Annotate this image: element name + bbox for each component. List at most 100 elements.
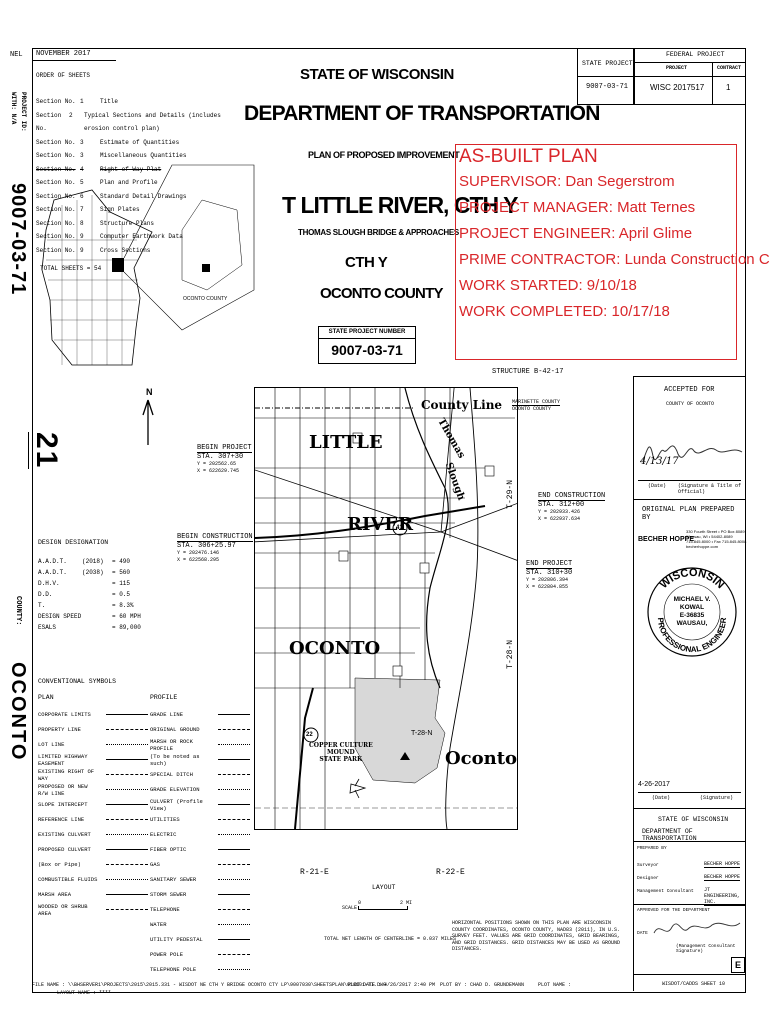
county-of: COUNTY OF OCONTO: [666, 401, 715, 407]
divider: [634, 62, 745, 63]
symbol-line: [218, 924, 250, 925]
sheet-description: Miscellaneous Quantities: [100, 152, 187, 159]
seal-city: WAUSAU,: [676, 620, 708, 627]
design-row: A.A.D.T.(2038)= 560: [38, 567, 168, 578]
symbol-line: [218, 744, 250, 745]
work-started: WORK STARTED: 9/10/18: [459, 277, 637, 294]
divider: [633, 48, 634, 104]
symbol-row: COMBUSTIBLE FLUIDS: [38, 872, 148, 887]
work-completed: WORK COMPLETED: 10/17/18: [459, 303, 670, 320]
design-row: D.D.= 0.5: [38, 589, 168, 600]
symbol-row: TELEPHONE POLE: [150, 962, 250, 977]
design-k: A.A.D.T.: [38, 558, 67, 565]
end-project-y: Y = 202806.394: [526, 577, 569, 583]
design-v: = 0.5: [112, 591, 131, 598]
symbol-label: CULVERT (Profile View): [150, 797, 203, 812]
seal-name-1: MICHAEL V.: [673, 596, 711, 603]
symbol-row: WOODED OR SHRUB AREA: [38, 902, 148, 917]
state-park: STATE PARK: [319, 756, 363, 763]
design-v: = 60 MPH: [112, 613, 141, 620]
seal-text: MICHAEL V. KOWAL E-36835 WAUSAU,: [662, 596, 722, 628]
seal-name-2: KOWAL: [679, 604, 705, 611]
seal-date: 4-26-2017: [638, 781, 670, 788]
symbol-label: LOT LINE: [38, 741, 65, 748]
symbol-label: UTILITIES: [150, 816, 180, 823]
symbol-line: [218, 834, 250, 835]
symbol-label: ELECTRIC: [150, 831, 177, 838]
symbol-label: MARSH AREA: [38, 891, 72, 898]
sheet-number: 1: [80, 98, 84, 105]
divider: [634, 499, 745, 500]
state-title: STATE OF WISCONSIN: [300, 66, 454, 83]
signature-date: 4/13/17: [640, 456, 679, 467]
begin-construction-sta: STA. 306+25.97: [177, 542, 236, 550]
design-v: = 560: [112, 569, 131, 576]
symbol-line: [106, 774, 148, 775]
symbol-label: (To be noted as such): [150, 752, 200, 767]
engineer-seal-icon: WISCONSIN PROFESSIONAL ENGINEER: [647, 567, 737, 657]
project-name: T LITTLE RIVER, CTH Y: [282, 192, 518, 218]
seal-state-text: WISCONSIN: [658, 567, 727, 591]
accepted-for: ACCEPTED FOR: [664, 386, 715, 394]
sheet-description: Right of Way Plat: [100, 165, 162, 173]
design-m: (2018): [82, 558, 104, 565]
sheet-number: 9: [80, 246, 84, 254]
divider: [634, 904, 745, 905]
spn-box: STATE PROJECT NUMBER 9007-03-71: [318, 326, 416, 364]
design-k: T.: [38, 602, 46, 609]
sheet-number: 4: [80, 165, 84, 173]
state-of-wisconsin: STATE OF WISCONSIN: [658, 816, 729, 823]
map-oconto: OCONTO: [289, 638, 381, 659]
symbol-label: PROPOSED OR NEW R/W LINE: [38, 782, 88, 797]
original-plan-prepared: ORIGINAL PLAN PREPARED BY: [642, 506, 735, 522]
symbol-label: GRADE LINE: [150, 711, 184, 718]
symbol-row: CULVERT (Profile View): [150, 797, 250, 812]
layout-label: LAYOUT: [372, 884, 396, 891]
map-t28n: T-28-N: [411, 730, 433, 737]
symbol-row: (To be noted as such): [150, 752, 250, 767]
oconto-county-map: OCONTO COUNTY: [512, 406, 552, 412]
design-m: (2038): [82, 569, 104, 576]
design-m: [82, 589, 112, 600]
t28n-side-label: T-28-N: [506, 640, 515, 669]
road-41: 41: [396, 525, 403, 531]
symbol-row: STORM SEWER: [150, 887, 250, 902]
spn-value: 9007-03-71: [331, 342, 403, 358]
sheet-section: Section No.: [36, 179, 76, 186]
symbol-label: EXISTING CULVERT: [38, 831, 91, 838]
supervisor: SUPERVISOR: Dan Segerstrom: [459, 173, 675, 190]
symbol-label: TELEPHONE: [150, 906, 180, 913]
end-construction-y: Y = 202933.426: [538, 509, 581, 515]
sheet-number: 7: [80, 206, 84, 213]
end-project-sta: STA. 310+30: [526, 569, 573, 577]
mgmt-consultant-value: JT ENGINEERING, INC.: [704, 887, 745, 906]
sheet-border: [32, 48, 746, 993]
designer-label: Designer: [637, 876, 659, 881]
design-row: A.A.D.T.(2018)= 490: [38, 556, 168, 567]
county-signature: [642, 445, 743, 462]
symbol-label: SANITARY SEWER: [150, 876, 197, 883]
project-engineer: PROJECT ENGINEER: April Glime: [459, 225, 693, 242]
footer-plot-name: PLOT NAME :: [538, 982, 572, 988]
symbol-label: UTILITY PEDESTAL: [150, 936, 203, 943]
contract-number: 1: [726, 83, 731, 92]
north-arrow-icon: N: [142, 387, 154, 445]
begin-construction-x: X = 622568.295: [177, 557, 220, 563]
symbol-row: SANITARY SEWER: [150, 872, 250, 887]
footer-plot-by: PLOT BY : CHAD D. GRUNDEMANN: [440, 982, 525, 988]
total-sheets: TOTAL SHEETS = 54: [40, 265, 102, 272]
divider: [712, 62, 713, 104]
symbol-line: [218, 939, 250, 940]
end-construction-x: X = 622937.634: [538, 516, 581, 522]
end-construction-sta: STA. 312+00: [538, 501, 585, 509]
symbol-line: [218, 804, 250, 805]
r22e-label: R-22-E: [436, 868, 465, 877]
sheet-section: Section No.: [36, 165, 76, 173]
symbol-line: [106, 864, 148, 865]
prepared-by: PREPARED BY: [637, 846, 667, 851]
date-label-2: (Date): [652, 795, 671, 801]
begin-project-sta: STA. 307+30: [197, 453, 244, 461]
